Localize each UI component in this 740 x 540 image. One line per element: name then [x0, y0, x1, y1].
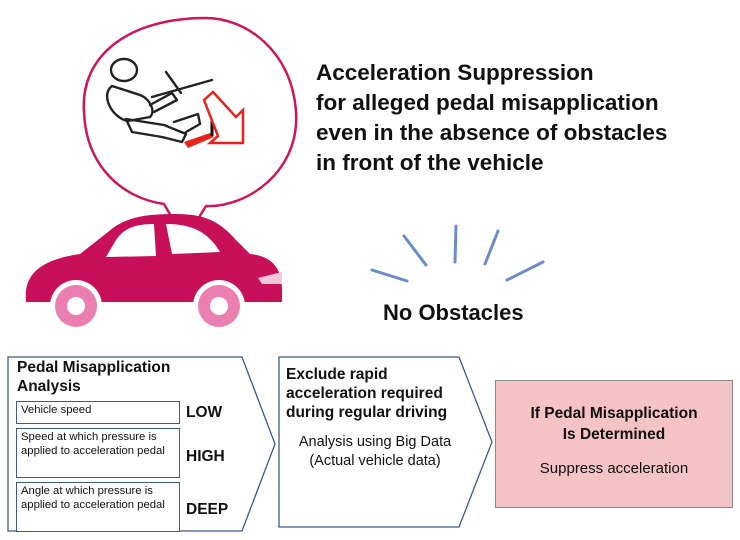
exclude-panel: [278, 356, 493, 528]
headlight: [258, 272, 282, 284]
analysis-title: Pedal Misapplication Analysis: [17, 358, 237, 396]
burst-lines: [370, 224, 545, 283]
criterion-level-high: HIGH: [186, 448, 225, 465]
exclude-body-line: Analysis using Big Data: [298, 434, 452, 450]
criterion-level-deep: DEEP: [186, 501, 229, 518]
pressure-arrow: [202, 90, 245, 145]
analysis-title-line: Pedal Misapplication: [17, 359, 171, 376]
headline-line: even in the absence of obstacles: [316, 120, 668, 145]
result-box: If Pedal Misapplication Is Determined Su…: [495, 380, 733, 508]
headline-line: for alleged pedal misapplication: [316, 90, 659, 115]
criterion-pedal-speed: Speed at which pressure is applied to ac…: [16, 428, 180, 478]
result-title-line: Is Determined: [562, 426, 666, 443]
result-action: Suppress acceleration: [539, 460, 689, 477]
criterion-pedal-angle: Angle at which pressure is applied to ac…: [16, 482, 180, 532]
result-title: If Pedal Misapplication Is Determined: [496, 403, 732, 445]
car-body: [25, 214, 282, 302]
criterion-vehicle-speed: Vehicle speed: [16, 401, 180, 424]
exclude-body-line: (Actual vehicle data): [309, 453, 441, 469]
driver-figure: [105, 57, 214, 144]
car-window-front: [106, 224, 156, 257]
car: [25, 214, 282, 332]
no-obstacles-label: No Obstacles: [383, 300, 524, 325]
headline-line: in front of the vehicle: [316, 150, 544, 175]
analysis-title-line: Analysis: [17, 378, 81, 395]
pedal: [184, 133, 214, 148]
exclude-title: Exclude rapid acceleration required duri…: [286, 366, 448, 421]
exclude-body: Analysis using Big Data (Actual vehicle …: [281, 433, 469, 471]
headline-line: Acceleration Suppression: [316, 60, 594, 85]
criterion-level-low: LOW: [186, 404, 223, 421]
headline: Acceleration Suppression for alleged ped…: [316, 58, 736, 178]
result-title-line: If Pedal Misapplication: [530, 405, 698, 422]
car-window-rear: [166, 224, 220, 254]
